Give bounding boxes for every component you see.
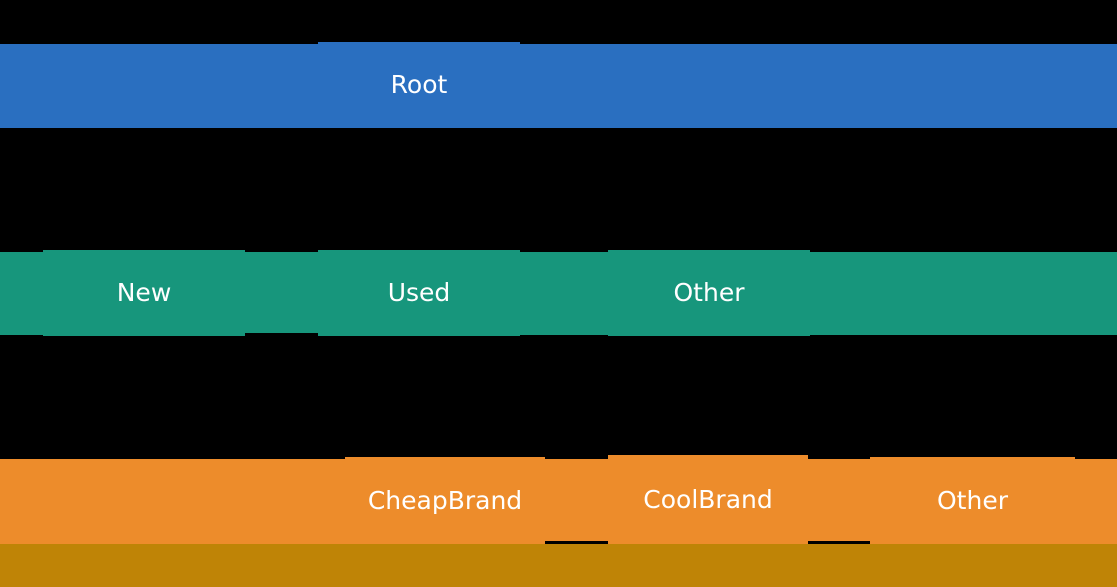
chart-node-leaf-a[interactable] [0, 544, 1117, 587]
chart-node-brand-b[interactable] [545, 459, 608, 541]
chart-node-brand-c[interactable] [808, 459, 870, 541]
chart-node-root-a[interactable] [0, 44, 318, 128]
chart-node-cond-b[interactable] [245, 252, 318, 333]
chart-node-cond-a[interactable] [0, 252, 43, 335]
chart-node-brand-d[interactable] [1075, 459, 1117, 544]
chart-node-cond-d[interactable] [810, 252, 1117, 335]
chart-node-cond-c[interactable] [520, 252, 608, 335]
chart-node-root-c[interactable] [520, 44, 1117, 128]
chart-node-root-b[interactable]: Root [318, 42, 520, 128]
chart-node-brand-a[interactable] [0, 459, 345, 544]
